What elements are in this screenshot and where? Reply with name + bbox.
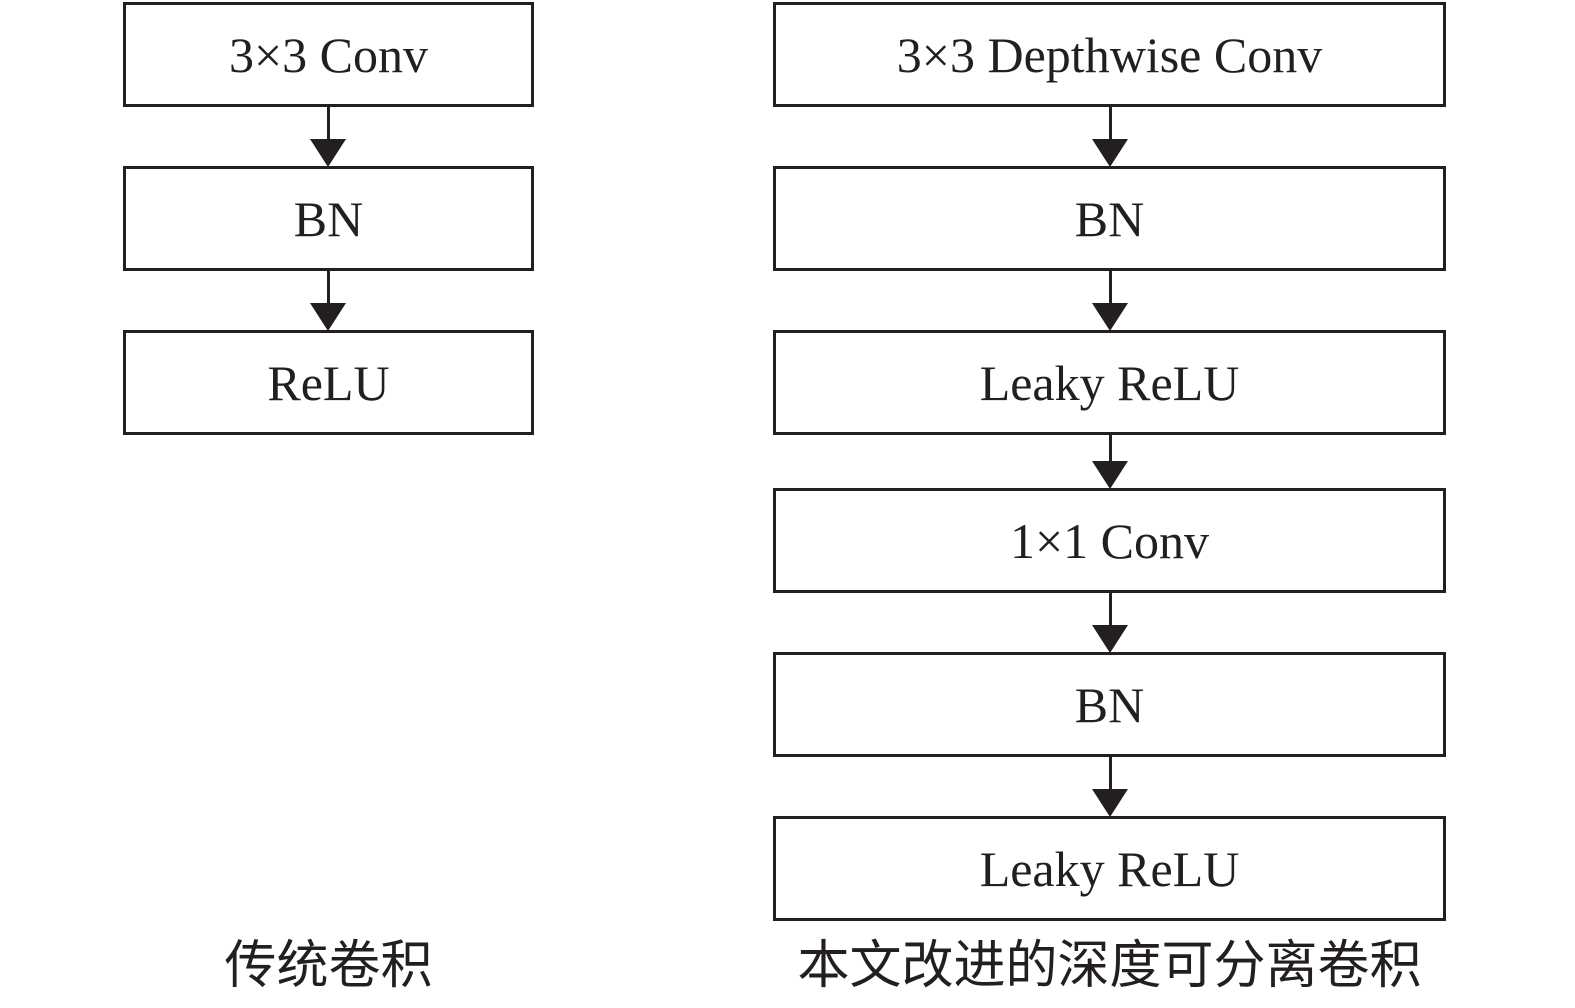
right-block-label: 1×1 Conv <box>1009 512 1210 569</box>
left-block-relu: ReLU <box>123 330 534 435</box>
left-caption: 传统卷积 <box>224 936 433 996</box>
left-block-label: ReLU <box>267 354 390 411</box>
left-block-label: BN <box>293 190 364 247</box>
right-arrow-2 <box>1090 271 1130 331</box>
right-block-leaky-relu-2: Leaky ReLU <box>773 816 1446 921</box>
right-caption: 本文改进的深度可分离卷积 <box>797 936 1422 996</box>
right-block-depthwise-conv: 3×3 Depthwise Conv <box>773 2 1446 107</box>
right-block-bn-2: BN <box>773 652 1446 757</box>
right-arrow-5 <box>1090 757 1130 817</box>
right-arrow-4 <box>1090 593 1130 653</box>
left-block-label: 3×3 Conv <box>228 26 429 83</box>
right-block-label: 3×3 Depthwise Conv <box>896 26 1323 83</box>
left-block-3x3-conv: 3×3 Conv <box>123 2 534 107</box>
right-block-label: Leaky ReLU <box>979 840 1240 897</box>
left-arrow-1 <box>308 107 348 167</box>
left-arrow-2 <box>308 271 348 331</box>
right-arrow-3 <box>1090 435 1130 489</box>
right-block-bn-1: BN <box>773 166 1446 271</box>
right-block-leaky-relu-1: Leaky ReLU <box>773 330 1446 435</box>
right-block-label: BN <box>1074 190 1145 247</box>
right-block-label: BN <box>1074 676 1145 733</box>
right-block-label: Leaky ReLU <box>979 354 1240 411</box>
left-block-bn: BN <box>123 166 534 271</box>
right-block-1x1-conv: 1×1 Conv <box>773 488 1446 593</box>
right-arrow-1 <box>1090 107 1130 167</box>
